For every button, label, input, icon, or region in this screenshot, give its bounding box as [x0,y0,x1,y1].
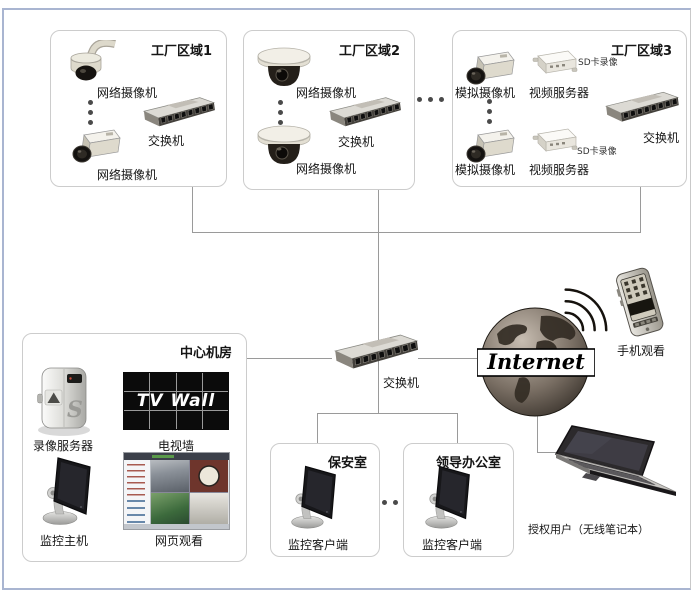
core-switch-icon [326,330,424,376]
mobile-phone-icon [608,266,672,340]
wifi-waves-icon [558,280,612,334]
core-switch-label: 交换机 [383,376,420,390]
video-tile-office [190,492,228,524]
zone3-video-server-top-label: 视频服务器 [529,86,590,100]
zone3-camera-top-label: 模拟摄像机 [455,86,516,100]
connector-line [244,358,332,359]
connector-line [378,134,379,413]
ellipsis-dots [487,99,492,124]
monitor-host-label: 监控主机 [40,534,89,548]
tv-wall-text: TV Wall [136,391,216,411]
box-camera-icon [68,126,122,168]
monitor-host-icon [38,456,94,528]
web-view-thumbnail [123,452,230,530]
zone3-title: 工厂区域3 [610,44,672,59]
tv-wall-label: 电视墙 [158,439,195,453]
ellipsis-dots [417,97,444,102]
switch-icon [322,93,406,133]
video-tile-aquarium [151,492,189,524]
recording-server-icon: S [34,364,94,438]
connector-line [317,413,458,414]
zone2-switch-label: 交换机 [338,135,375,149]
video-tile-clock [190,460,228,492]
zone1-switch-label: 交换机 [148,134,185,148]
zone3-video-server-bottom-label: 视频服务器 [529,163,590,177]
video-server-icon [530,48,578,82]
security-room-title: 保安室 [327,456,367,471]
connector-line [457,413,458,443]
security-client-label: 监控客户端 [288,538,349,552]
zone2-camera-top-label: 网络摄像机 [296,86,357,100]
zone3-sd-bottom-label: SD卡录像 [577,147,617,157]
video-tile-street [151,460,189,492]
office-client-label: 监控客户端 [422,538,483,552]
ellipsis-dots [278,100,283,125]
zone3-switch-label: 交换机 [643,131,680,145]
monitor-client-icon [421,464,473,532]
recording-server-label: 录像服务器 [33,439,94,453]
zone1-camera-top-label: 网络摄像机 [97,86,158,100]
switch-icon [136,93,220,133]
connector-line [192,232,641,233]
internet-globe-icon: Internet [477,306,595,420]
zone2-title: 工厂区域2 [338,44,400,59]
connector-line [537,415,538,452]
server-badge: S [67,397,83,423]
connector-line [317,413,318,443]
phone-label: 手机观看 [617,344,666,358]
ptz-camera-icon [64,40,118,90]
center-room-title: 中心机房 [179,346,232,361]
connector-line [418,358,486,359]
internet-label: Internet [486,349,585,374]
ellipsis-dots [88,100,93,125]
zone3-camera-bottom-label: 模拟摄像机 [455,163,516,177]
monitor-client-icon [287,464,339,532]
laptop-label: 授权用户（无线笔记本） [528,523,649,536]
switch-icon [598,88,684,128]
leader-office-title: 领导办公室 [435,456,501,471]
zone1-title: 工厂区域1 [150,44,212,59]
tv-wall-icon: TV Wall [123,372,229,430]
web-view-label: 网页观看 [155,534,204,548]
zone2-camera-bottom-label: 网络摄像机 [296,162,357,176]
zone3-sd-top-label: SD卡录像 [578,58,618,68]
laptop-icon [552,424,686,518]
video-server-icon [530,126,578,160]
zone1-camera-bottom-label: 网络摄像机 [97,168,158,182]
